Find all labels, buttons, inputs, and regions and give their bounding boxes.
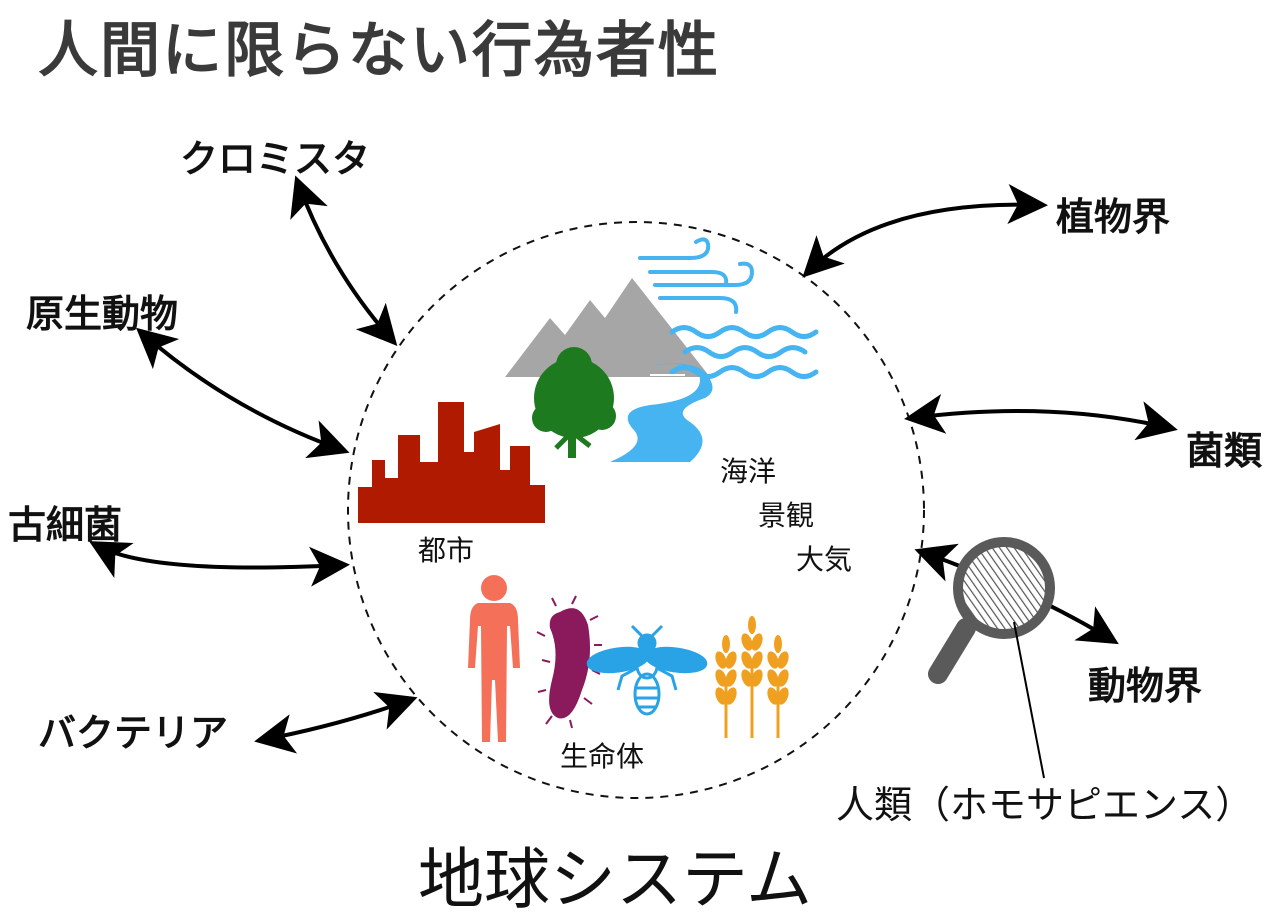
arrow-protozoa <box>135 327 350 459</box>
label-plantae: 植物界 <box>1056 195 1171 239</box>
label-fungi: 菌類 <box>1186 429 1263 473</box>
tree-icon <box>532 347 616 458</box>
human-figure-icon <box>468 575 520 742</box>
human-label-pointer <box>1013 621 1045 779</box>
page-title: 人間に限らない行為者性 <box>38 16 720 86</box>
mountain-icon <box>505 278 710 377</box>
magnifier-icon <box>928 537 1055 684</box>
label-chromista: クロミスタ <box>180 137 371 181</box>
city-icon <box>358 402 545 523</box>
label-atmosphere: 大気 <box>796 543 853 576</box>
label-humankind: 人類（ホモサピエンス） <box>836 783 1254 827</box>
arrow-bacteria <box>254 691 418 754</box>
earth-system-boundary <box>347 221 925 799</box>
diagram-caption: 地球システム <box>418 841 813 918</box>
bacterium-icon <box>536 595 602 729</box>
label-animalia: 動物界 <box>1088 664 1203 708</box>
label-city: 都市 <box>418 534 475 567</box>
arrow-plantae <box>802 184 1048 278</box>
label-organisms: 生命体 <box>560 740 645 773</box>
label-landscape: 景観 <box>758 499 815 532</box>
arrow-fungi <box>904 394 1178 441</box>
label-archaea: 古細菌 <box>8 503 123 547</box>
label-bacteria: バクテリア <box>38 711 229 755</box>
wheat-icon <box>715 616 789 738</box>
wasp-icon <box>586 624 708 716</box>
interaction-arrows <box>89 175 1178 754</box>
river-icon <box>610 363 713 462</box>
waves-icon <box>669 325 819 379</box>
label-protozoa: 原生動物 <box>26 292 179 336</box>
arrow-chromista <box>290 175 398 346</box>
arrow-archaea <box>89 541 350 587</box>
label-ocean: 海洋 <box>720 455 777 488</box>
wind-icon <box>638 237 755 314</box>
